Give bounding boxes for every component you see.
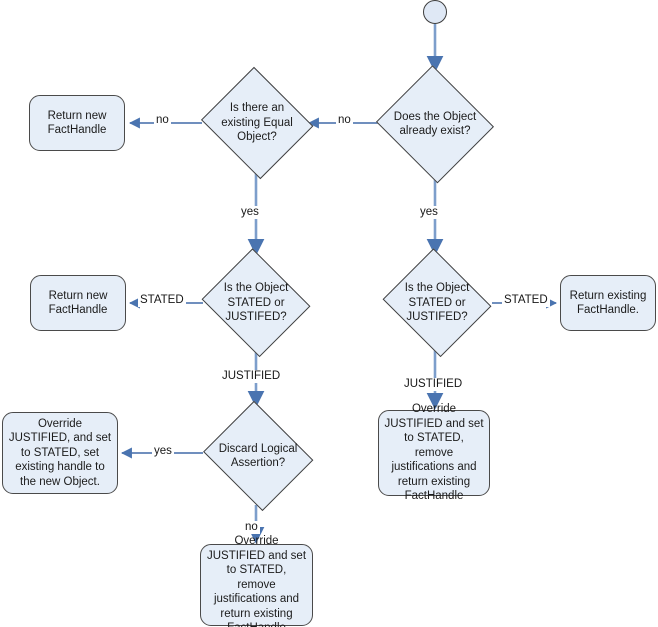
node-return-new-facthandle-mid[interactable]: Return new FactHandle	[30, 275, 126, 331]
decision-label: Is the Object STATED or JUSTIFED?	[223, 282, 289, 324]
edge-label-equal-no: no	[154, 114, 171, 127]
node-override-set-existing-handle[interactable]: Override JUSTIFIED, and set to STATED, s…	[2, 412, 118, 494]
edge-label-right-justified: JUSTIFIED	[402, 378, 465, 391]
edge-label-discard-yes: yes	[152, 445, 174, 458]
node-override-remove-justifications-bottom[interactable]: Override JUSTIFIED and set to STATED, re…	[200, 535, 313, 627]
node-label: Override JUSTIFIED, and set to STATED, s…	[8, 417, 112, 488]
edge-label-exists-no: no	[336, 114, 353, 127]
node-label: Return new FactHandle	[47, 109, 107, 137]
edge-label-discard-no: no	[243, 521, 260, 534]
decision-does-object-already-exist[interactable]: Does the Object already exist?	[374, 65, 496, 183]
decision-label: Does the Object already exist?	[393, 110, 477, 138]
edge-label-left-stated: STATED	[138, 294, 186, 307]
decision-discard-logical-assertion[interactable]: Discard Logical Assertion?	[199, 400, 317, 512]
node-label: Override JUSTIFIED and set to STATED, re…	[206, 535, 307, 627]
node-label: Return existing FactHandle.	[569, 289, 647, 317]
edge-label-equal-yes: yes	[239, 206, 261, 219]
node-label: Return new FactHandle	[48, 289, 108, 317]
decision-label: Discard Logical Assertion?	[218, 442, 298, 470]
edge-label-right-stated: STATED	[502, 294, 550, 307]
decision-is-there-existing-equal-object[interactable]: Is there an existing Equal Object?	[198, 66, 316, 180]
edge-label-exists-yes: yes	[418, 206, 440, 219]
decision-stated-or-justified-left[interactable]: Is the Object STATED or JUSTIFED?	[198, 248, 314, 358]
node-return-existing-facthandle[interactable]: Return existing FactHandle.	[560, 275, 656, 331]
decision-label: Is there an existing Equal Object?	[221, 102, 293, 144]
decision-stated-or-justified-right[interactable]: Is the Object STATED or JUSTIFED?	[379, 248, 495, 358]
start-node[interactable]	[423, 0, 447, 24]
node-override-remove-justifications-right[interactable]: Override JUSTIFIED and set to STATED, re…	[378, 403, 490, 502]
node-label: Override JUSTIFIED and set to STATED, re…	[384, 403, 484, 503]
node-return-new-facthandle-top[interactable]: Return new FactHandle	[29, 95, 125, 151]
decision-label: Is the Object STATED or JUSTIFED?	[404, 282, 470, 324]
edge-label-left-justified: JUSTIFIED	[220, 370, 283, 383]
